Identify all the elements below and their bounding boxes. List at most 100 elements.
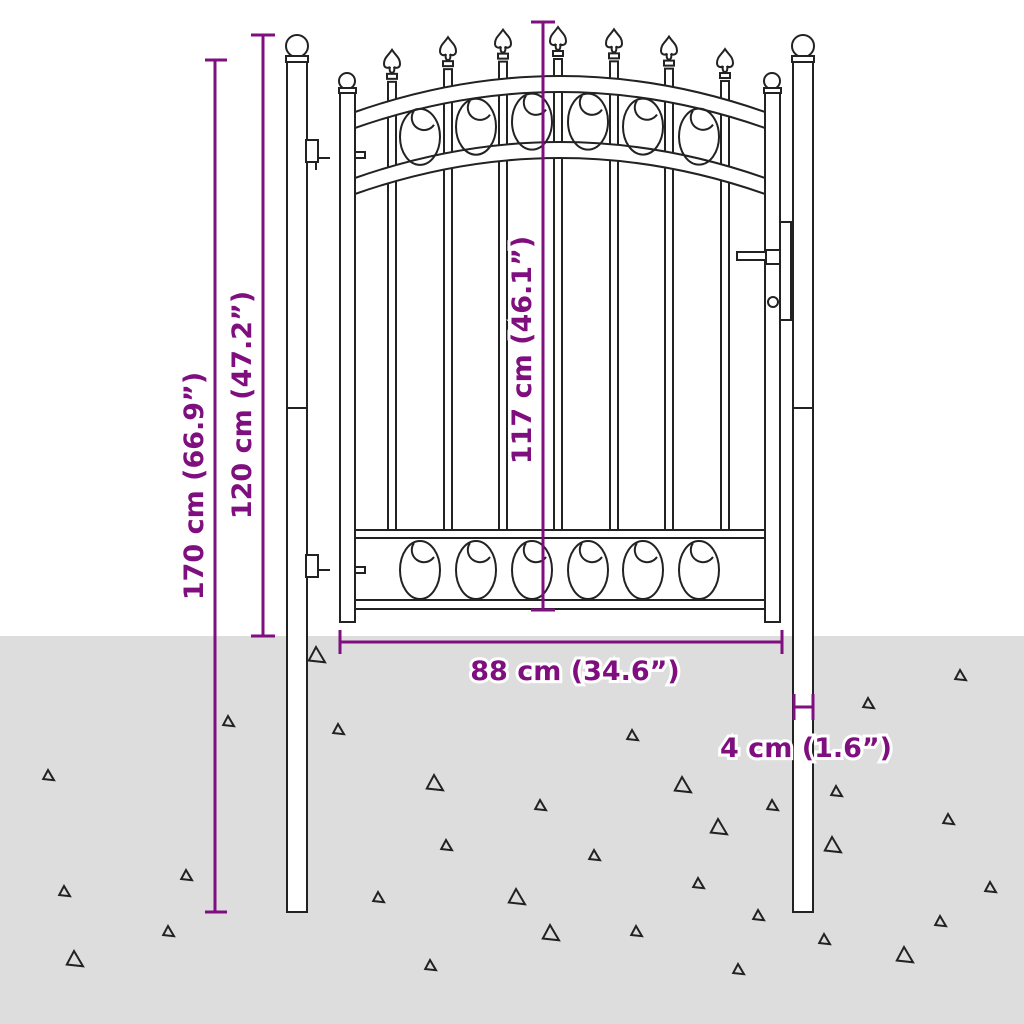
- finial-collar: [386, 72, 398, 80]
- post-cap-ring: [791, 55, 815, 63]
- finial-collar: [719, 72, 731, 80]
- ground-pebbles: [41, 644, 998, 976]
- finial-collar: [608, 52, 620, 60]
- gate-bar: [553, 58, 563, 531]
- pebble: [751, 907, 766, 922]
- pebble: [425, 772, 445, 792]
- label-center-height: 117 cm (46.1”): [507, 236, 538, 464]
- dim-line-width: [338, 630, 784, 654]
- pebble: [533, 797, 548, 812]
- pebble: [371, 889, 386, 904]
- right-post: [792, 59, 814, 913]
- pebble: [221, 713, 236, 728]
- pebble: [161, 923, 176, 938]
- gate-drawing: [285, 25, 815, 913]
- fleur-de-lis-finial: [382, 48, 402, 74]
- door-handle: [736, 251, 768, 261]
- gate-bar: [498, 60, 508, 532]
- finial-collar: [663, 59, 675, 67]
- scroll-curl: [578, 95, 603, 116]
- left-post: [286, 59, 308, 913]
- stile-cap-ring: [763, 87, 782, 94]
- pebble: [423, 957, 438, 972]
- dimension-lines: [205, 20, 815, 914]
- post-cap-ball: [791, 34, 815, 58]
- pebble: [41, 767, 56, 782]
- label-post-width: 4 cm (1.6”): [720, 733, 892, 764]
- left-stile: [339, 91, 356, 623]
- label-total-height: 170 cm (66.9”): [179, 372, 210, 600]
- pebble: [629, 923, 644, 938]
- pebble: [953, 667, 968, 682]
- keyhole: [767, 296, 779, 308]
- post-cap-ball: [285, 34, 309, 58]
- pebble: [307, 644, 327, 664]
- pebble: [179, 867, 194, 882]
- scroll-curl: [466, 100, 491, 121]
- scroll-curl: [689, 542, 714, 564]
- finial-collar: [442, 60, 454, 68]
- fleur-de-lis-finial: [438, 35, 458, 62]
- gate-bar: [387, 80, 397, 531]
- pebble: [587, 847, 602, 862]
- lock-box: [779, 221, 792, 321]
- dim-line-gate-height: [251, 33, 275, 638]
- pebble: [691, 875, 706, 890]
- scroll-oval: [455, 97, 497, 156]
- pebble: [823, 834, 843, 854]
- pebble: [731, 961, 746, 976]
- pebble: [983, 879, 998, 894]
- label-gate-height: 120 cm (47.2”): [227, 291, 258, 519]
- pebble: [331, 721, 346, 736]
- label-gate-width: 88 cm (34.6”): [470, 656, 680, 687]
- pebble: [541, 922, 561, 942]
- pebble: [861, 695, 876, 710]
- dim-line-center-height: [531, 20, 555, 612]
- handle-rose: [765, 249, 781, 265]
- gate-bar: [664, 67, 674, 531]
- scroll-oval: [399, 540, 441, 600]
- fleur-de-lis-finial: [493, 27, 513, 54]
- fleur-de-lis-finial: [659, 34, 679, 61]
- stile-cap-ball: [338, 72, 356, 90]
- pebble: [941, 811, 956, 826]
- scroll-curl: [578, 542, 603, 564]
- pebble: [625, 727, 640, 742]
- pebble: [673, 774, 693, 794]
- gate-bar: [720, 80, 730, 531]
- hinge-bolt: [354, 151, 366, 159]
- pebble: [765, 797, 780, 812]
- dim-line-total-height: [205, 58, 227, 914]
- scroll-oval: [455, 540, 497, 600]
- pebble: [57, 883, 72, 898]
- scroll-oval: [511, 540, 553, 600]
- scroll-oval: [567, 92, 609, 151]
- scroll-oval: [399, 107, 441, 166]
- scroll-oval: [511, 92, 553, 151]
- scroll-oval: [622, 540, 664, 600]
- stile-cap-ring: [338, 87, 357, 94]
- pebble: [439, 837, 454, 852]
- bottom-band-top-rail: [354, 529, 766, 539]
- pebble: [709, 816, 729, 836]
- scroll-oval: [567, 540, 609, 600]
- scroll-curl: [633, 542, 658, 564]
- dim-line-post-width: [792, 694, 815, 720]
- post-cap-ring: [285, 55, 309, 63]
- bottom-band-bottom-rail: [354, 599, 766, 610]
- pebble: [895, 944, 915, 964]
- hinge-bolt: [354, 566, 366, 574]
- fleur-de-lis-finial: [548, 25, 568, 52]
- ground: [0, 636, 1024, 1024]
- scroll-curl: [410, 542, 435, 564]
- finial-collar: [552, 50, 564, 58]
- hinge-bracket: [305, 139, 319, 163]
- stile-cap-ball: [763, 72, 781, 90]
- right-stile: [764, 91, 781, 623]
- scroll-curl: [689, 110, 714, 131]
- finial-collar: [497, 52, 509, 60]
- pebble: [507, 886, 527, 906]
- pebble: [933, 913, 948, 928]
